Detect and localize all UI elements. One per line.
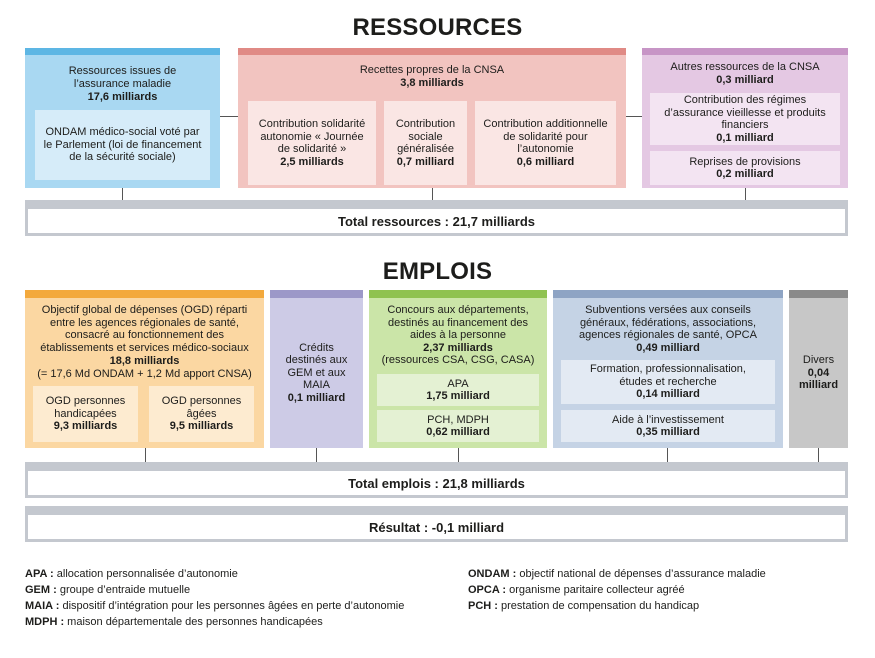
concours-label: Concours aux départements, destinés au f… [387,304,529,341]
recettes-propres-label: Recettes propres de la CNSA [359,64,505,76]
apa-amount: 1,75 milliard [426,390,490,402]
autres-ressources-box: Autres ressources de la CNSA 0,3 milliar… [642,48,848,188]
investissement-box: Aide à l’investissement 0,35 milliard [561,410,775,442]
formation-box: Formation, professionnalisation, études … [561,360,775,404]
connector-line [626,116,642,117]
assurance-maladie-amount: 17,6 milliards [87,91,158,103]
apa-box: APA 1,75 milliard [377,374,539,406]
connector-line [145,448,146,462]
ogd-amount: 18,8 milliards [109,355,180,367]
total-emplois-bar: Total emplois : 21,8 milliards [25,462,848,498]
pch-box: PCH, MDPH 0,62 milliard [377,410,539,442]
ondam-label: ONDAM médico-social voté par le Parlemen… [43,126,202,164]
connector-line [316,448,317,462]
credits-box: Crédits destinés aux GEM et aux MAIA 0,1… [270,290,363,448]
csg-label: Contribution sociale généralisée [395,118,456,155]
connector-line [458,448,459,462]
connector-line [667,448,668,462]
investissement-label: Aide à l’investissement [612,413,724,426]
credits-amount: 0,1 milliard [287,391,346,404]
divers-label: Divers [802,354,835,367]
legend-item: MDPH : maison départementale des personn… [25,616,323,628]
csa-box: Contribution solidarité autonomie « Jour… [248,101,376,185]
ogd-note: (= 17,6 Md ONDAM + 1,2 Md apport CNSA) [37,368,252,380]
concours-box: Concours aux départements, destinés au f… [369,290,547,448]
csa-amount: 2,5 milliards [280,155,344,168]
legend-right: ONDAM : objectif national de dépenses d’… [468,568,858,616]
ogd-pa-amount: 9,5 milliards [169,420,234,433]
recettes-propres-amount: 3,8 milliards [400,77,464,89]
regimes-label: Contribution des régimes d’assurance vie… [664,94,826,131]
legend-item: GEM : groupe d’entraide mutuelle [25,584,191,596]
csa-label: Contribution solidarité autonomie « Jour… [258,118,366,155]
divers-amount: 0,04 milliard [798,366,839,392]
concours-amount: 2,37 milliards [423,342,493,354]
total-emplois: Total emplois : 21,8 milliards [28,471,845,495]
assurance-maladie-box: Ressources issues de l’assurance maladie… [25,48,220,188]
connector-line [745,187,746,200]
reprises-label: Reprises de provisions [689,155,801,168]
subventions-box: Subventions versées aux conseils générau… [553,290,783,448]
recettes-propres-box: Recettes propres de la CNSA 3,8 milliard… [238,48,626,188]
connector-line [432,187,433,200]
formation-amount: 0,14 milliard [636,388,700,401]
ogd-pa-label: OGD personnes âgées [161,395,242,420]
connector-line [122,187,123,200]
ogd-ph-amount: 9,3 milliards [53,420,118,433]
assurance-maladie-label: Ressources issues de l’assurance maladie [68,65,177,90]
connector-line [818,448,819,462]
pch-label: PCH, MDPH [427,413,489,426]
emplois-title: EMPLOIS [382,258,493,285]
pch-amount: 0,62 milliard [426,426,490,438]
legend-item: OPCA : organisme paritaire collecteur ag… [468,584,685,596]
resultat-bar: Résultat : -0,1 milliard [25,506,848,542]
casa-label: Contribution additionnelle de solidarité… [483,118,608,155]
csg-box: Contribution sociale généralisée 0,7 mil… [384,101,467,185]
resultat: Résultat : -0,1 milliard [28,515,845,539]
reprises-box: Reprises de provisions 0,2 milliard [650,151,840,185]
concours-note: (ressources CSA, CSG, CASA) [381,354,535,366]
autres-ressources-amount: 0,3 milliard [716,74,774,86]
casa-amount: 0,6 milliard [516,155,575,168]
regimes-box: Contribution des régimes d’assurance vie… [650,93,840,145]
total-ressources: Total ressources : 21,7 milliards [28,209,845,233]
ogd-box: Objectif global de dépenses (OGD) répart… [25,290,264,448]
total-ressources-bar: Total ressources : 21,7 milliards [25,200,848,236]
csg-amount: 0,7 milliard [396,155,455,168]
regimes-amount: 0,1 milliard [716,131,774,144]
legend-item: ONDAM : objectif national de dépenses d’… [468,568,766,580]
credits-label: Crédits destinés aux GEM et aux MAIA [285,341,348,392]
formation-label: Formation, professionnalisation, études … [590,363,746,388]
ressources-title: RESSOURCES [352,14,523,41]
ogd-ph-box: OGD personnes handicapées 9,3 milliards [33,386,138,442]
ondam-box: ONDAM médico-social voté par le Parlemen… [35,110,210,180]
legend-left: APA : allocation personnalisée d’autonom… [25,568,455,632]
autres-ressources-label: Autres ressources de la CNSA [670,61,820,73]
legend-item: APA : allocation personnalisée d’autonom… [25,568,238,580]
subventions-label: Subventions versées aux conseils générau… [579,304,757,341]
subventions-amount: 0,49 milliard [636,342,700,354]
connector-line [220,116,238,117]
casa-box: Contribution additionnelle de solidarité… [475,101,616,185]
investissement-amount: 0,35 milliard [636,426,700,438]
ogd-label: Objectif global de dépenses (OGD) répart… [40,304,249,354]
legend-item: MAIA : dispositif d’intégration pour les… [25,600,405,612]
legend-item: PCH : prestation de compensation du hand… [468,600,700,612]
divers-box: Divers 0,04 milliard [789,290,848,448]
ogd-ph-label: OGD personnes handicapées [45,395,126,420]
apa-label: APA [447,377,469,390]
ogd-pa-box: OGD personnes âgées 9,5 milliards [149,386,254,442]
reprises-amount: 0,2 milliard [716,168,774,180]
